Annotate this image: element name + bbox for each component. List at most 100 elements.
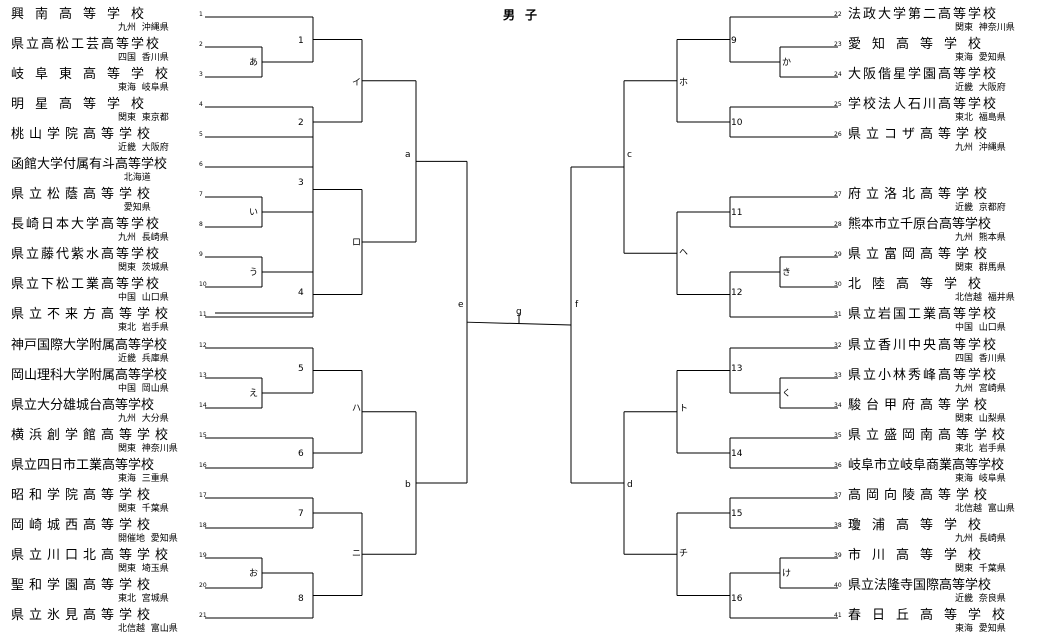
team-name: 学校法人石川高等学校 xyxy=(848,97,999,112)
team-region: 東海 愛知県 xyxy=(955,53,1006,63)
match-label: e xyxy=(458,300,464,310)
team-prefecture: 茨城県 xyxy=(141,263,169,273)
team-prefecture: 兵庫県 xyxy=(141,354,169,364)
team-name: 法政大学第二高等学校 xyxy=(848,7,999,22)
team-region: 四国 香川県 xyxy=(955,354,1006,364)
team-prefecture: 山梨県 xyxy=(978,414,1006,424)
match-label: 2 xyxy=(298,118,304,128)
team-region-name: 関東 xyxy=(118,504,137,514)
team-region-name: 関東 xyxy=(955,263,974,273)
team-prefecture: 愛知県 xyxy=(123,203,151,213)
team-region: 関東 神奈川県 xyxy=(955,23,1015,33)
team-seed: 17 xyxy=(199,492,207,499)
match-label: か xyxy=(782,58,792,68)
team-seed: 14 xyxy=(199,402,207,409)
match-label: 3 xyxy=(298,178,304,188)
team-region-name: 北信越 xyxy=(955,293,983,303)
team-name: 岐阜東高等学校 xyxy=(11,67,180,82)
team-seed: 8 xyxy=(199,221,203,228)
match-label: ホ xyxy=(679,78,689,88)
team-region-name: 近畿 xyxy=(955,203,974,213)
match-label: a xyxy=(405,150,411,160)
team-name: 県立コザ高等学校 xyxy=(848,127,993,142)
team-name: 駿台甲府高等学校 xyxy=(848,398,993,413)
team-region-name: 東海 xyxy=(955,474,974,484)
team-name: 市川高等学校 xyxy=(848,548,993,563)
team-prefecture: 神奈川県 xyxy=(141,444,178,454)
match-label: g xyxy=(516,307,522,317)
team-prefecture: 大分県 xyxy=(141,414,169,424)
team-region: 近畿 奈良県 xyxy=(955,594,1006,604)
team-region-name: 東海 xyxy=(118,474,137,484)
team-seed: 9 xyxy=(199,251,203,258)
team-seed: 25 xyxy=(834,101,842,108)
team-region: 九州 沖縄県 xyxy=(955,143,1006,153)
team-prefecture: 大阪府 xyxy=(141,143,169,153)
team-name: 聖和学園高等学校 xyxy=(11,578,156,593)
match-label: 8 xyxy=(298,594,304,604)
match-label: 10 xyxy=(731,118,743,128)
team-seed: 32 xyxy=(834,342,842,349)
team-region-name: 九州 xyxy=(955,384,974,394)
team-prefecture: 岡山県 xyxy=(141,384,169,394)
team-name: 岡山理科大学附属高等学校 xyxy=(11,368,168,383)
team-prefecture: 愛知県 xyxy=(978,53,1006,63)
team-prefecture: 京都府 xyxy=(978,203,1006,213)
team-region: 東北 宮城県 xyxy=(118,594,169,604)
match-label: d xyxy=(627,480,633,490)
team-seed: 20 xyxy=(199,582,207,589)
team-region-name: 東北 xyxy=(118,594,137,604)
team-region: 東海 岐阜県 xyxy=(955,474,1006,484)
team-name: 長崎日本大学高等学校 xyxy=(11,217,162,232)
team-seed: 21 xyxy=(199,612,207,619)
team-region-name: 東海 xyxy=(118,83,137,93)
team-seed: 39 xyxy=(834,552,842,559)
match-label: ト xyxy=(679,404,689,414)
team-region-name: 中国 xyxy=(118,293,137,303)
team-region: 北信越 富山県 xyxy=(118,624,178,634)
team-name: 函館大学付属有斗高等学校 xyxy=(11,157,168,172)
match-label: あ xyxy=(249,58,259,68)
team-region: 九州 沖縄県 xyxy=(118,23,169,33)
team-region-name: 四国 xyxy=(118,53,137,63)
team-seed: 16 xyxy=(199,462,207,469)
team-name: 岐阜市立岐阜商業高等学校 xyxy=(848,458,1005,473)
team-name: 県立氷見高等学校 xyxy=(11,608,156,623)
team-region: 中国 岡山県 xyxy=(118,384,169,394)
bracket-title: 男子 xyxy=(503,8,548,22)
team-region-name: 九州 xyxy=(955,534,974,544)
team-region: 東北 岩手県 xyxy=(955,444,1006,454)
team-name: 春日丘高等学校 xyxy=(848,608,1017,623)
match-label: く xyxy=(782,389,792,399)
team-seed: 2 xyxy=(199,41,203,48)
team-region-name: 九州 xyxy=(955,233,974,243)
team-prefecture: 北海道 xyxy=(123,173,151,183)
team-region: 中国 山口県 xyxy=(955,323,1006,333)
team-region-name: 東北 xyxy=(955,444,974,454)
team-name: 県立小林秀峰高等学校 xyxy=(848,368,999,383)
team-seed: 33 xyxy=(834,372,842,379)
match-label: 16 xyxy=(731,594,743,604)
team-name: 県立不来方高等学校 xyxy=(11,307,174,322)
team-region: 東海 三重県 xyxy=(118,474,169,484)
team-seed: 36 xyxy=(834,462,842,469)
match-label: 14 xyxy=(731,449,743,459)
match-label: 7 xyxy=(298,509,304,519)
team-name: 県立下松工業高等学校 xyxy=(11,277,162,292)
match-label: b xyxy=(405,480,411,490)
team-seed: 38 xyxy=(834,522,842,529)
team-prefecture: 熊本県 xyxy=(978,233,1006,243)
team-prefecture: 三重県 xyxy=(141,474,169,484)
team-region-name: 九州 xyxy=(118,414,137,424)
match-label: 5 xyxy=(298,364,304,374)
team-region-name: 東海 xyxy=(955,53,974,63)
team-seed: 40 xyxy=(834,582,842,589)
team-region: 東北 岩手県 xyxy=(118,323,169,333)
team-region: 中国 山口県 xyxy=(118,293,169,303)
team-prefecture: 群馬県 xyxy=(978,263,1006,273)
team-seed: 4 xyxy=(199,101,203,108)
team-name: 県立香川中央高等学校 xyxy=(848,338,999,353)
team-region-name: 近畿 xyxy=(118,354,137,364)
team-region: 九州 熊本県 xyxy=(955,233,1006,243)
